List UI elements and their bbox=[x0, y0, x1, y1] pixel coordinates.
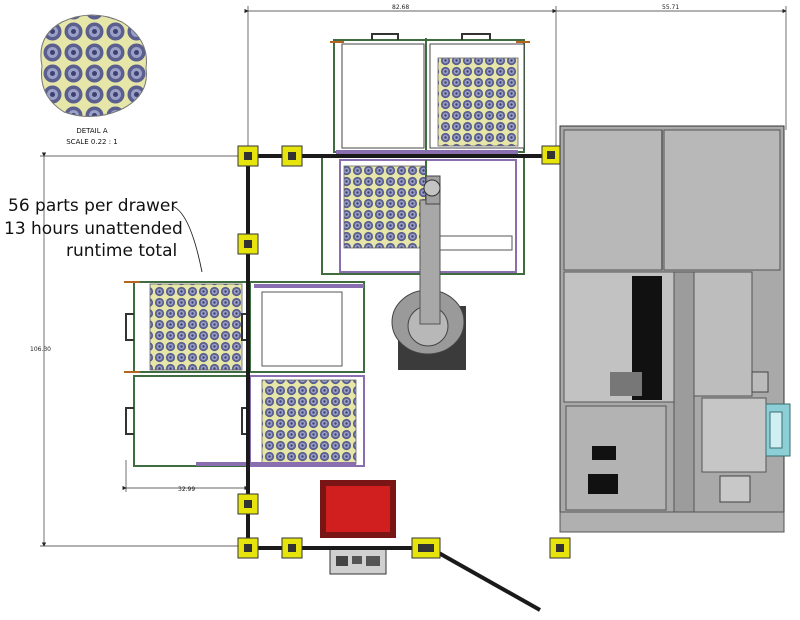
dimension-left-vertical: 106.30 bbox=[30, 346, 51, 353]
dimension-top-left: 82.68 bbox=[392, 4, 410, 11]
callout-unattended-hours: 13 hours unattended bbox=[4, 219, 183, 239]
safety-fence bbox=[246, 154, 552, 612]
red-reject-bin bbox=[320, 480, 396, 538]
dimension-bottom-small: 32.99 bbox=[178, 486, 196, 493]
detail-a-title: DETAIL A bbox=[76, 127, 108, 135]
cnc-machine bbox=[559, 125, 791, 533]
detail-a-view bbox=[40, 14, 147, 117]
left-drawer-bank bbox=[124, 281, 365, 467]
detail-a-scale: SCALE 0.22 : 1 bbox=[66, 138, 118, 146]
robot-arm bbox=[391, 175, 466, 370]
controller-cabinet bbox=[329, 547, 387, 575]
callout-runtime-total: runtime total bbox=[66, 241, 178, 261]
dimension-lines bbox=[40, 6, 787, 547]
top-drawer-bank bbox=[330, 33, 530, 154]
callout-parts-per-drawer: 56 parts per drawer bbox=[8, 196, 178, 216]
callout-leader bbox=[171, 205, 203, 273]
dimension-top-right: 55.71 bbox=[662, 4, 680, 11]
